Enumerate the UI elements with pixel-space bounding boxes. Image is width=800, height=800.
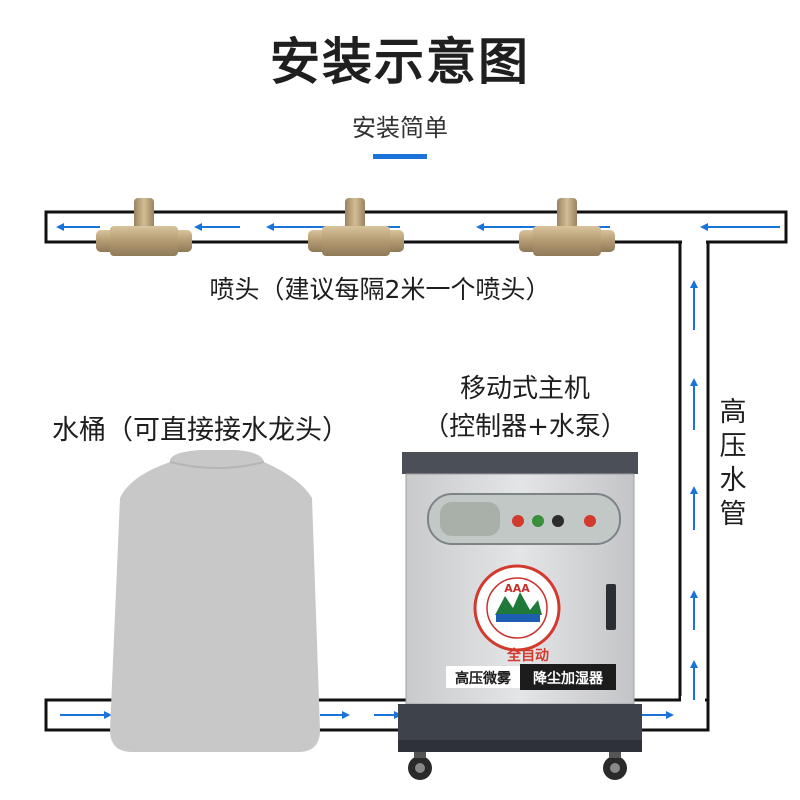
pipe-label-char: 高 [719,397,747,428]
nozzle-1 [96,198,192,256]
tag-right-text: 降尘加湿器 [533,670,604,687]
host-label-line2: （控制器+水泵） [423,412,627,442]
title-underline [373,154,427,159]
water-tank [110,450,320,752]
badge-text: AAA [504,582,530,595]
pipe-label-char: 管 [719,499,747,530]
host-label: 移动式主机 （控制器+水泵） [400,370,650,446]
nozzle-3 [519,198,615,256]
page-subtitle: 安装简单 [352,114,448,142]
host-label-line1: 移动式主机 [459,374,590,404]
pipe-label: 高 压 水 管 [716,396,750,532]
pipe-label-char: 水 [719,465,747,496]
nozzle-2 [308,198,404,256]
tag-auto-text: 全自动 [506,647,549,664]
machine-cabinet: AAA 高压微雾 降尘加湿器 全自动 [398,452,642,780]
tag-left-text: 高压微雾 [455,670,512,687]
page-title: 安装示意图 [270,33,530,91]
pipe-label-char: 压 [719,431,747,462]
tank-label: 水桶（可直接接水龙头） [52,415,349,446]
nozzle-label: 喷头（建议每隔2米一个喷头） [209,275,551,304]
